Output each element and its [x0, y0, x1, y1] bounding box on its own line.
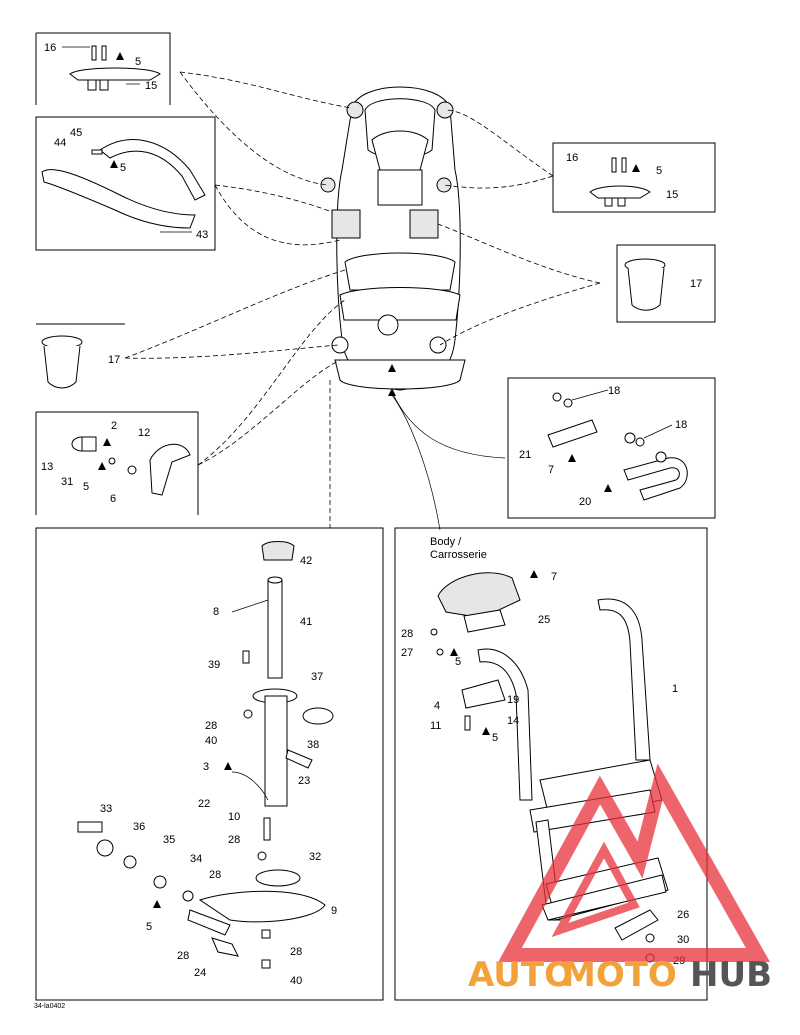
callout-9: 9 — [331, 905, 337, 917]
callout-35: 35 — [163, 834, 175, 846]
callout-7: 7 — [551, 571, 557, 583]
callout-5: 5 — [492, 732, 498, 744]
callout-36: 36 — [133, 821, 145, 833]
callout-26: 26 — [677, 909, 689, 921]
hull-body — [320, 86, 466, 391]
callout-28: 28 — [228, 834, 240, 846]
ladder-box — [394, 527, 708, 1001]
tow-eye-box — [507, 377, 716, 519]
callout-20: 20 — [579, 496, 591, 508]
callout-14: 14 — [507, 715, 519, 727]
callout-33: 33 — [100, 803, 112, 815]
grab-handle-box — [35, 116, 216, 251]
callout-40: 40 — [205, 735, 217, 747]
callout-22: 22 — [198, 798, 210, 810]
callout-23: 23 — [298, 775, 310, 787]
callout-30: 30 — [677, 934, 689, 946]
callout-6: 6 — [110, 493, 116, 505]
post-assembly-box — [35, 527, 384, 1001]
callout-5: 5 — [135, 56, 141, 68]
callout-21: 21 — [519, 449, 531, 461]
reference-lines — [124, 71, 601, 531]
callout-24: 24 — [194, 967, 206, 979]
callout-38: 38 — [307, 739, 319, 751]
callout-28: 28 — [177, 950, 189, 962]
watermark-auto: AUTO — [468, 955, 573, 995]
callout-28: 28 — [209, 869, 221, 881]
watermark-logo: AUTO MOTO HUB — [468, 763, 772, 995]
callout-31: 31 — [61, 476, 73, 488]
boarding-handle-box — [35, 411, 199, 515]
callout-42: 42 — [300, 555, 312, 567]
callout-8: 8 — [213, 606, 219, 618]
callout-4: 4 — [434, 700, 440, 712]
callout-11: 11 — [430, 720, 441, 732]
callout-labels: 16 5 15 45 44 5 43 16 5 15 17 17 2 12 13… — [34, 42, 702, 1010]
callout-5: 5 — [120, 162, 126, 174]
body-label-line2: Carrosserie — [430, 549, 487, 561]
callout-19: 19 — [507, 694, 519, 706]
diagram-code: 34-la0402 — [34, 1003, 65, 1010]
callout-18: 18 — [608, 385, 620, 397]
callout-28: 28 — [401, 628, 413, 640]
callout-5: 5 — [83, 481, 89, 493]
callout-15: 15 — [666, 189, 678, 201]
callout-1: 1 — [672, 683, 678, 695]
callout-44: 44 — [54, 137, 66, 149]
callout-40: 40 — [290, 975, 302, 987]
callout-17: 17 — [108, 354, 120, 366]
callout-2: 2 — [111, 420, 117, 432]
callout-28: 28 — [205, 720, 217, 732]
callout-28: 28 — [290, 946, 302, 958]
callout-39: 39 — [208, 659, 220, 671]
callout-7: 7 — [548, 464, 554, 476]
callout-5: 5 — [146, 921, 152, 933]
callout-16: 16 — [566, 152, 578, 164]
callout-41: 41 — [300, 616, 312, 628]
callout-34: 34 — [190, 853, 202, 865]
callout-5: 5 — [455, 656, 461, 668]
cleat-box-left — [35, 32, 171, 105]
callout-12: 12 — [138, 427, 150, 439]
body-label-line1: Body / — [430, 536, 462, 548]
cupholder-box-left — [36, 323, 125, 389]
callout-3: 3 — [203, 761, 209, 773]
callout-15: 15 — [145, 80, 157, 92]
callout-16: 16 — [44, 42, 56, 54]
callout-17: 17 — [690, 278, 702, 290]
cleat-box-right — [552, 142, 716, 213]
callout-25: 25 — [538, 614, 550, 626]
callout-43: 43 — [196, 229, 208, 241]
callout-45: 45 — [70, 127, 82, 139]
callout-10: 10 — [228, 811, 240, 823]
callout-13: 13 — [41, 461, 53, 473]
callout-18: 18 — [675, 419, 687, 431]
watermark-moto: MOTO — [562, 955, 677, 995]
cupholder-box-right — [616, 244, 716, 323]
watermark-hub: HUB — [690, 955, 772, 995]
callout-37: 37 — [311, 671, 323, 683]
callout-32: 32 — [309, 851, 321, 863]
callout-27: 27 — [401, 647, 413, 659]
callout-5: 5 — [656, 165, 662, 177]
